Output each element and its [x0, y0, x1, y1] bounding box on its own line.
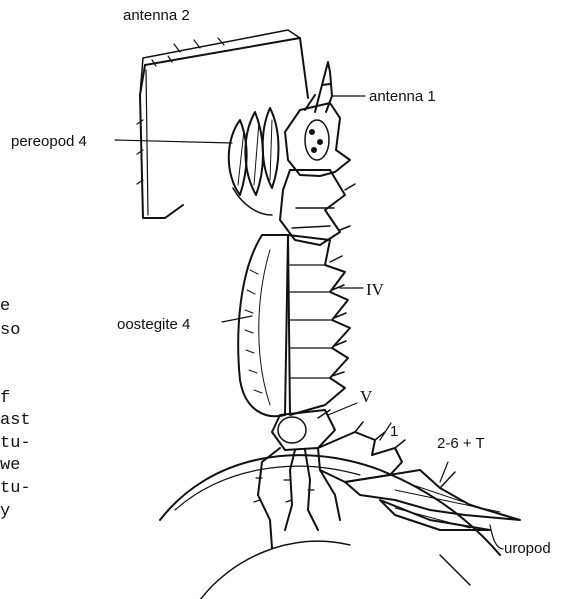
pleon: [318, 422, 520, 520]
page-text-fragment: f: [0, 390, 10, 407]
page-text-fragment: tu-: [0, 480, 31, 497]
antenna-2: [137, 30, 315, 218]
label-antenna-1: antenna 1: [369, 89, 436, 104]
label-segment-1: 1: [390, 424, 398, 439]
thorax: [280, 170, 355, 245]
label-pereopod-4: pereopod 4: [11, 134, 87, 149]
page-text-fragment: e: [0, 298, 10, 315]
thoracic-legs: [254, 448, 340, 548]
label-segments-2-6-T: 2-6 + T: [437, 436, 485, 451]
substrate-line: [160, 455, 500, 599]
label-segment-V: V: [360, 388, 372, 405]
oostegite-4: [238, 235, 288, 416]
label-segment-IV: IV: [366, 281, 384, 298]
label-antenna-2: antenna 2: [123, 8, 190, 23]
label-uropod: uropod: [504, 541, 551, 556]
page-text-fragment: y: [0, 503, 10, 520]
page-text-fragment: so: [0, 322, 20, 339]
label-oostegite-4: oostegite 4: [117, 317, 190, 332]
pereopod-4: [229, 108, 279, 215]
page-text-fragment: we: [0, 457, 20, 474]
page-text-fragment: ast: [0, 412, 31, 429]
pereon-segments: [288, 235, 350, 415]
page-text-fragment: tu-: [0, 435, 31, 452]
head: [285, 103, 350, 176]
